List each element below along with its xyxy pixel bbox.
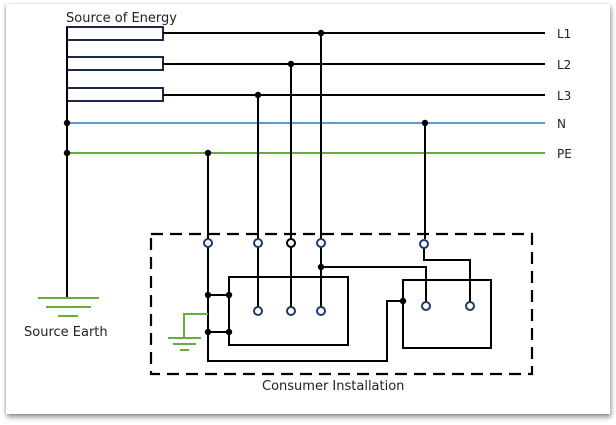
terminals: [203, 238, 475, 316]
consumer-installation-label: Consumer Installation: [262, 379, 404, 394]
label-l1: L1: [557, 27, 571, 41]
terminal-n-entry: [419, 239, 429, 249]
winding-l3: [66, 87, 164, 102]
terminal-pe-entry: [203, 238, 213, 248]
junction-dot: [63, 119, 71, 127]
junction-dot: [204, 328, 212, 336]
pe-main-wire: [207, 247, 403, 362]
terminal-3ph-l1: [316, 306, 326, 316]
label-n: N: [557, 117, 566, 131]
label-l2: L2: [557, 58, 571, 72]
junction-dot: [399, 297, 407, 305]
terminal-1ph-l1: [421, 301, 431, 311]
consumer-installation-boundary: [149, 232, 534, 376]
terminal-l3-entry: [253, 238, 263, 248]
junction-dot: [254, 91, 262, 99]
junction-dot: [317, 263, 325, 271]
three-phase-load: [228, 276, 349, 346]
source-windings: [66, 26, 164, 102]
junction-dot: [225, 328, 233, 336]
local-earth-icon: [168, 313, 208, 351]
junction-dot: [204, 149, 212, 157]
terminal-l1-entry: [316, 238, 326, 248]
terminal-3ph-l2: [286, 306, 296, 316]
single-phase-load: [402, 279, 492, 349]
junction-dot: [317, 29, 325, 37]
winding-l1: [66, 26, 164, 41]
winding-l2: [66, 56, 164, 71]
terminal-3ph-l3: [253, 306, 263, 316]
junction-dot: [421, 119, 429, 127]
source-earth-icon: [38, 297, 99, 317]
tap-wires: [207, 33, 426, 239]
junction-dot: [225, 291, 233, 299]
junction-dot: [63, 149, 71, 157]
n-branch-wire: [423, 247, 471, 302]
terminal-1ph-n: [465, 301, 475, 311]
junction-dot: [287, 60, 295, 68]
source-earth-label: Source Earth: [24, 325, 108, 340]
l1-branch-wire: [321, 266, 427, 302]
source-of-energy-label: Source of Energy: [66, 11, 177, 26]
junction-dot: [204, 291, 212, 299]
label-l3: L3: [557, 89, 571, 103]
label-pe: PE: [557, 147, 572, 161]
terminal-l2-entry: [286, 238, 296, 248]
internal-wiring: [207, 247, 471, 362]
